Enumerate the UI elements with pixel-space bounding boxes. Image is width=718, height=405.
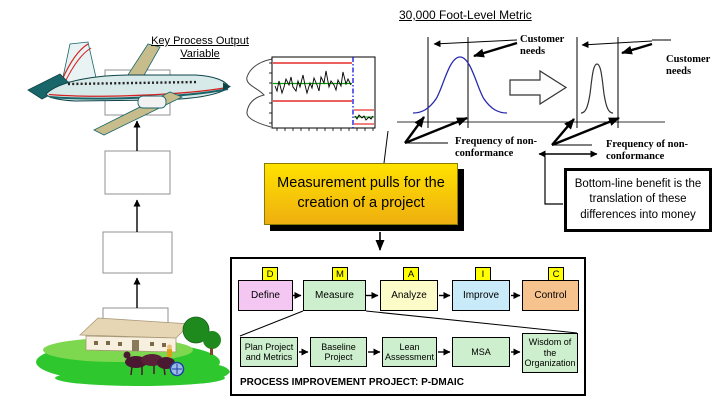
flow-box-3 — [102, 231, 173, 274]
dmaic-box-measure: Measure — [303, 280, 366, 311]
dmaic-tab-c: C — [548, 267, 564, 281]
pdmaic-container — [230, 257, 586, 396]
chart-to-callout-connector — [383, 130, 389, 164]
frequency-label-left: Frequency of non-conformance — [455, 136, 538, 160]
elbow-connector — [544, 157, 563, 205]
farm-clipart — [36, 316, 230, 386]
frequency-label-right: Frequency of non-conformance — [606, 139, 689, 163]
dmaic-tab-a: A — [403, 267, 419, 281]
after-distribution-diagram — [548, 37, 671, 147]
data-series-2 — [354, 114, 374, 121]
measure-expansion-lines — [239, 310, 578, 337]
metric-title: 30,000 Foot-Level Metric — [399, 8, 532, 22]
airplane-clipart — [27, 41, 231, 136]
y-axis-ticks — [269, 62, 272, 124]
needs-arrow-thin — [581, 40, 653, 49]
narrow-bell-curve — [580, 63, 614, 114]
x-axis-ticks — [276, 128, 374, 131]
dmaic-tab-i: I — [475, 267, 491, 281]
data-series-1 — [274, 70, 352, 95]
needs-arrow-thick — [473, 41, 518, 58]
measurement-pull-callout: Measurement pulls for the creation of a … — [264, 163, 458, 225]
needs-arrow-thin — [433, 39, 518, 48]
flow-box-2 — [104, 150, 171, 195]
chart-frame — [271, 56, 376, 129]
step-box-lean: Lean Assessment — [382, 337, 437, 367]
dmaic-box-analyze: Analyze — [380, 280, 438, 311]
customer-needs-label-left: Customer needs — [520, 34, 565, 58]
difference-connector — [538, 150, 598, 205]
distribution-profile-curve — [246, 58, 273, 128]
customer-needs-label-right: Customer needs — [666, 54, 711, 78]
pdmaic-footer-label: PROCESS IMPROVEMENT PROJECT: P-DMAIC — [240, 377, 464, 388]
needs-arrow-thick — [621, 42, 653, 55]
before-distribution-diagram — [397, 37, 558, 145]
step-box-baseline: Baseline Project — [310, 337, 367, 367]
freq-arrow-2 — [404, 116, 468, 145]
dmaic-tab-d: D — [262, 267, 278, 281]
dmaic-box-control: Control — [522, 280, 579, 311]
freq-arrow-1 — [551, 118, 575, 146]
step-box-msa: MSA — [452, 337, 510, 367]
freq-arrow-2 — [551, 116, 620, 147]
step-box-wisdom: Wisdom of the Organization — [522, 333, 578, 373]
grass-swoosh — [196, 364, 230, 380]
block-arrow-icon — [509, 69, 568, 106]
freq-arrow-1 — [404, 116, 425, 144]
dmaic-box-define: Define — [238, 280, 293, 311]
step-box-plan-project: Plan Project and Metrics — [240, 337, 298, 367]
wide-bell-curve — [412, 56, 508, 114]
control-chart — [246, 56, 389, 164]
bottom-line-benefit-box: Bottom-line benefit is the translation o… — [564, 168, 712, 232]
kpov-label: Key Process Output Variable — [151, 35, 249, 61]
dmaic-box-improve: Improve — [452, 280, 510, 311]
dmaic-tab-m: M — [332, 267, 348, 281]
